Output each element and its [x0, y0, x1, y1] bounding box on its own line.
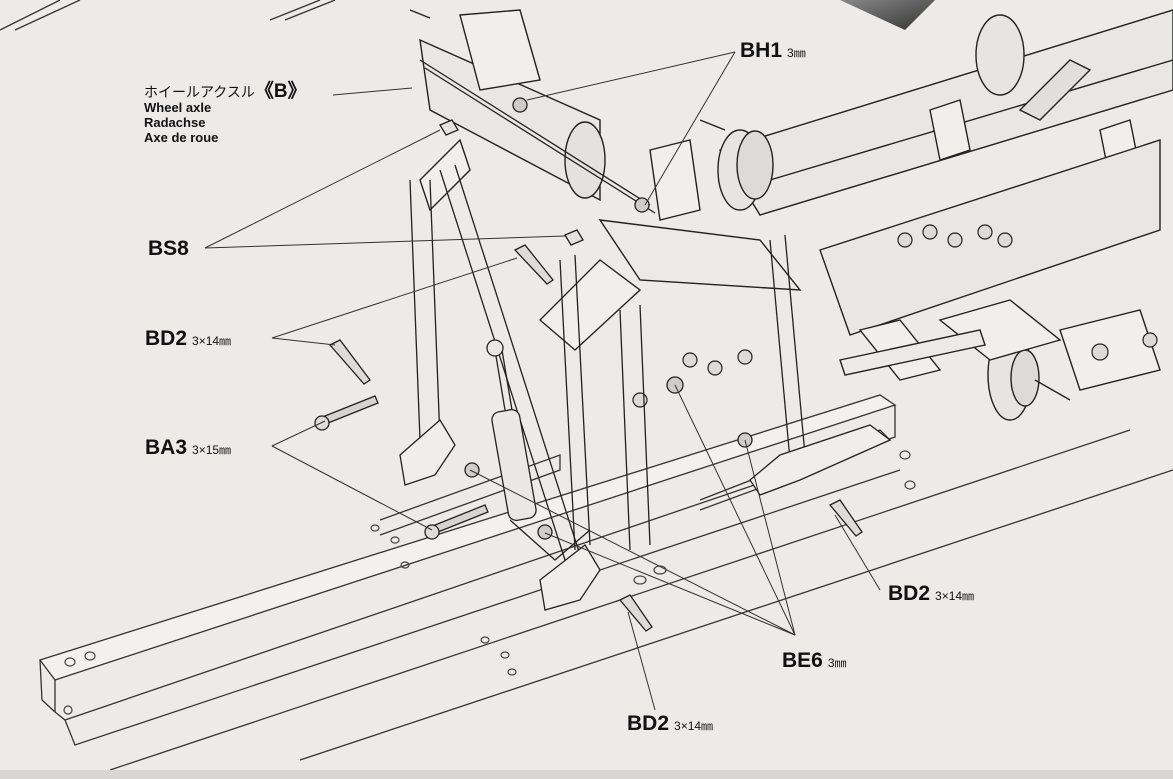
- bd2-bottom-code: BD2: [627, 712, 670, 735]
- ba3-callout: BA3 3×15㎜: [145, 437, 231, 458]
- bd2-left-size: 3×14㎜: [192, 334, 232, 348]
- be6-code: BE6: [782, 649, 823, 672]
- wheel-axle-bracket-open: 《: [254, 81, 274, 102]
- bh1-callout: BH1 3㎜: [740, 40, 806, 61]
- bh1-size: 3㎜: [787, 46, 806, 60]
- wheel-axle-french: Axe de roue: [144, 130, 219, 145]
- be6-size: 3㎜: [827, 656, 847, 670]
- bd2-left-callout: BD2 3×14㎜: [145, 328, 231, 349]
- tie-rod-and-links: [409, 59, 806, 561]
- shock-absorber: [486, 339, 591, 561]
- frame-holes: [63, 450, 916, 715]
- wheel-axle-bracket-close: 》: [287, 81, 307, 102]
- wheel-axle-german: Radachse: [144, 115, 206, 130]
- wheel-axle-part-letter: B: [273, 81, 288, 102]
- bh1-code: BH1: [740, 39, 783, 62]
- bs8-callout: BS8: [148, 238, 189, 259]
- wheel-axle-japanese: ホイールアクスル: [144, 84, 255, 100]
- bd2-right-size: 3×14㎜: [935, 589, 975, 603]
- suspension-assembly: [409, 9, 802, 351]
- bd2-left-code: BD2: [145, 327, 188, 350]
- ba3-code: BA3: [145, 436, 188, 459]
- bs8-code: BS8: [148, 237, 189, 260]
- bd2-bottom-callout: BD2 3×14㎜: [627, 713, 713, 734]
- leader-lines: [204, 51, 881, 711]
- wheel-axle-callout: ホイールアクスル《B》 Wheel axle Radachse Axe de r…: [144, 81, 307, 145]
- bd2-bottom-size: 3×14㎜: [674, 719, 714, 733]
- mounting-brackets: [399, 418, 892, 611]
- bd2-right-callout: BD2 3×14㎜: [888, 583, 974, 604]
- page-bottom-edge: [0, 770, 1173, 779]
- direction-arrow-icon: [840, 0, 935, 30]
- wheel-axle-english: Wheel axle: [144, 100, 212, 115]
- ba3-size: 3×15㎜: [192, 443, 232, 457]
- bd2-right-code: BD2: [888, 582, 931, 605]
- be6-callout: BE6 3㎜: [782, 650, 847, 671]
